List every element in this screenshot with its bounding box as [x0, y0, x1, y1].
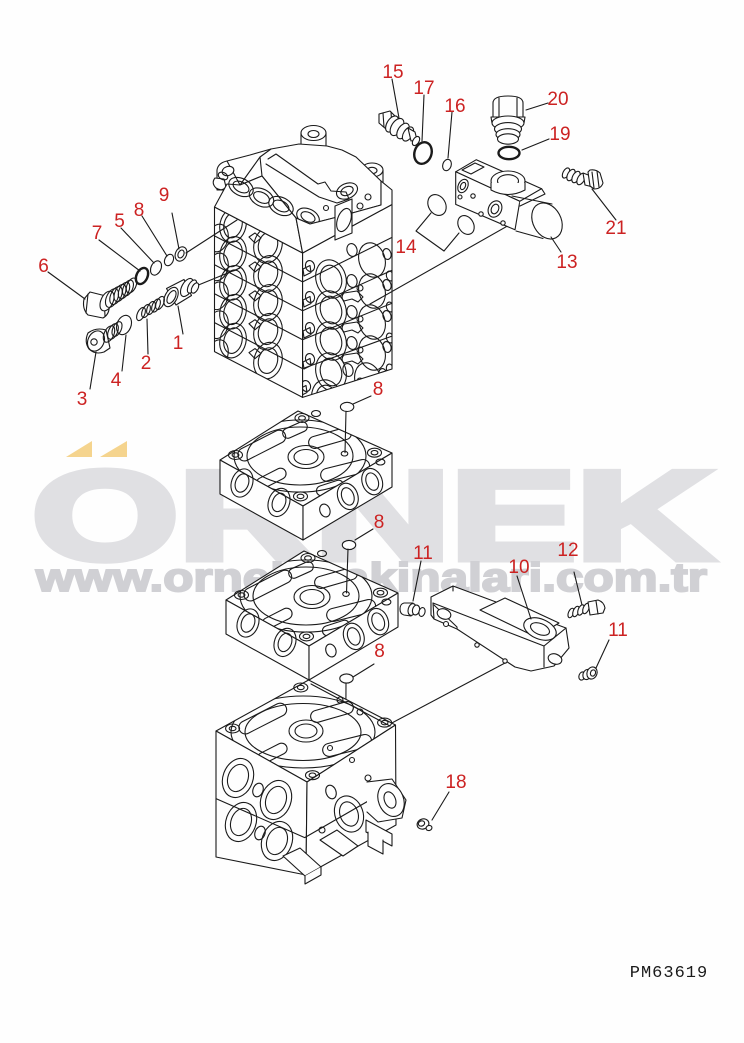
- svg-text:1: 1: [173, 333, 184, 354]
- svg-text:8: 8: [134, 200, 145, 221]
- svg-text:20: 20: [547, 89, 568, 110]
- svg-text:8: 8: [374, 512, 385, 533]
- svg-text:13: 13: [556, 252, 577, 273]
- svg-text:12: 12: [557, 540, 578, 561]
- svg-text:11: 11: [608, 620, 628, 641]
- svg-text:17: 17: [413, 78, 434, 99]
- svg-text:11: 11: [413, 543, 433, 564]
- svg-text:5: 5: [114, 211, 125, 232]
- svg-text:15: 15: [382, 62, 403, 83]
- svg-text:18: 18: [445, 772, 466, 793]
- svg-text:7: 7: [92, 223, 103, 244]
- svg-text:14: 14: [395, 237, 417, 258]
- svg-text:6: 6: [38, 256, 49, 277]
- svg-text:2: 2: [141, 353, 152, 374]
- svg-text:8: 8: [373, 379, 384, 400]
- svg-text:19: 19: [549, 124, 570, 145]
- svg-text:PM63619: PM63619: [630, 964, 708, 983]
- svg-text:16: 16: [444, 96, 465, 117]
- svg-text:4: 4: [111, 370, 122, 391]
- svg-text:21: 21: [605, 218, 626, 239]
- svg-text:9: 9: [159, 185, 170, 206]
- svg-text:10: 10: [508, 557, 529, 578]
- svg-text:3: 3: [77, 389, 88, 410]
- svg-text:8: 8: [374, 641, 385, 662]
